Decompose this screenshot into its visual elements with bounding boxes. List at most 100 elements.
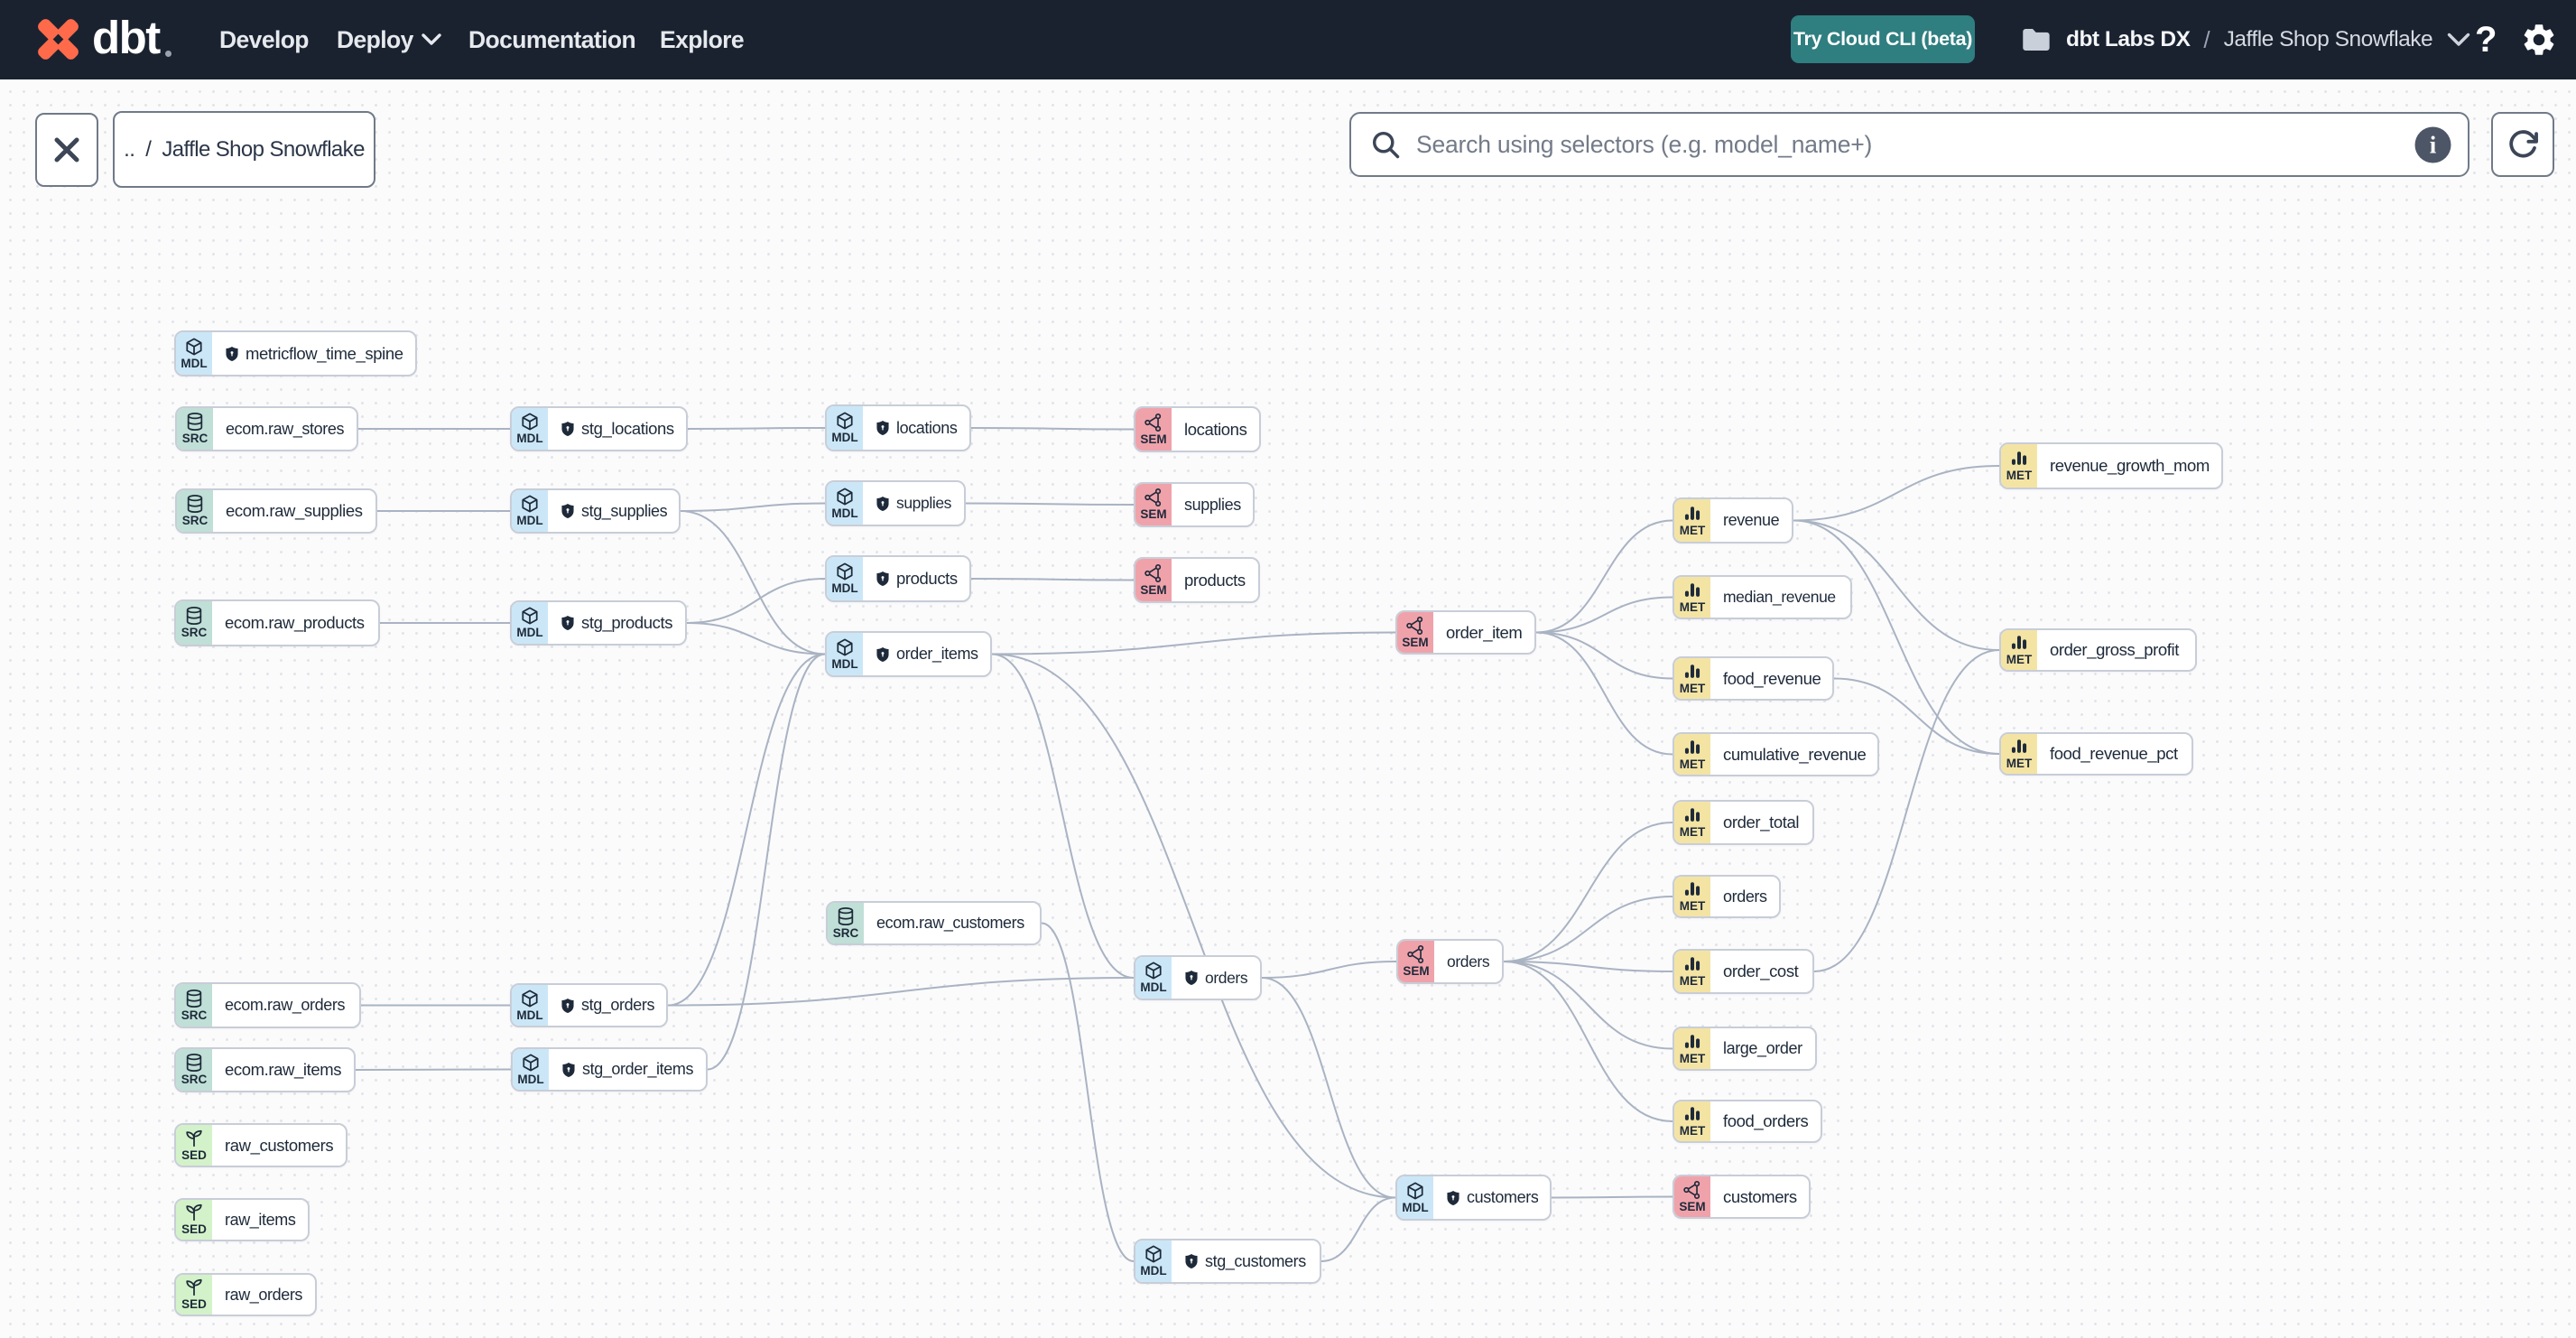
node-type-label: SRC: [181, 626, 208, 640]
node-label: stg_products: [581, 613, 673, 632]
graph-node-stg_products[interactable]: MDL stg_products: [510, 600, 687, 646]
graph-node-stg_orders[interactable]: MDL stg_orders: [510, 983, 668, 1027]
graph-node-mdl_supplies[interactable]: MDL supplies: [825, 480, 966, 526]
database-icon: [187, 413, 203, 432]
node-label: raw_orders: [225, 1285, 303, 1304]
graph-node-metricflow_time_spine[interactable]: MDL metricflow_time_spine: [174, 330, 417, 376]
try-cloud-cli-button[interactable]: Try Cloud CLI (beta): [1791, 15, 1975, 63]
node-type-label: MET: [1679, 681, 1706, 695]
node-type-label: MET: [2006, 757, 2033, 771]
node-label: ecom.raw_items: [225, 1060, 342, 1079]
node-body: metricflow_time_spine: [212, 332, 415, 375]
breadcrumb-slash: /: [145, 136, 152, 162]
node-body: cumulative_revenue: [1710, 734, 1877, 775]
graph-node-stg_locations[interactable]: MDL stg_locations: [510, 406, 688, 451]
model-icon: [522, 607, 538, 625]
metric-icon: [1684, 882, 1700, 896]
breadcrumb-up[interactable]: ..: [124, 136, 135, 162]
dbt-logo[interactable]: dbt: [33, 13, 175, 66]
node-label: orders: [1447, 952, 1490, 971]
info-icon[interactable]: i: [2414, 126, 2451, 163]
graph-node-seed_raw_orders[interactable]: SED raw_orders: [174, 1273, 317, 1316]
node-label: locations: [1184, 419, 1247, 439]
node-type-label: SED: [181, 1297, 207, 1312]
graph-node-mdl_locations[interactable]: MDL locations: [825, 404, 971, 451]
refresh-button[interactable]: [2491, 112, 2554, 177]
node-body: supplies: [1172, 484, 1253, 525]
node-body: revenue: [1710, 499, 1792, 542]
node-type-label: SRC: [181, 1008, 208, 1022]
search-input[interactable]: [1416, 130, 2414, 159]
help-button[interactable]: ?: [2475, 19, 2497, 60]
node-type-label: MDL: [831, 431, 858, 445]
node-type-label: MET: [1679, 974, 1706, 989]
shield-icon: [561, 422, 574, 436]
node-label: order_item: [1446, 622, 1523, 642]
settings-gear-icon[interactable]: [2520, 21, 2558, 59]
metric-icon: [1684, 957, 1700, 971]
project-chevron-down-icon: [2447, 33, 2470, 46]
shield-icon: [562, 1062, 575, 1077]
node-type-label: SRC: [181, 514, 208, 528]
graph-node-mdl_customers[interactable]: MDL customers: [1395, 1175, 1552, 1221]
graph-node-stg_customers[interactable]: MDL stg_customers: [1134, 1239, 1321, 1284]
node-type-label: SRC: [832, 925, 859, 940]
node-label: median_revenue: [1723, 588, 1836, 606]
nav-item-develop[interactable]: Develop: [219, 25, 309, 53]
lineage-canvas[interactable]: [0, 79, 2576, 1338]
graph-node-mdl_products[interactable]: MDL products: [825, 555, 971, 602]
node-type-badge: MDL: [512, 602, 548, 644]
node-type-badge: MET: [1674, 877, 1710, 916]
nav-item-documentation[interactable]: Documentation: [468, 25, 636, 53]
graph-node-mdl_orders[interactable]: MDL orders: [1134, 955, 1262, 1000]
node-type-badge: SRC: [177, 408, 213, 450]
nav-item-explore[interactable]: Explore: [660, 25, 745, 53]
lineage-breadcrumb[interactable]: .. / Jaffle Shop Snowflake: [113, 111, 375, 188]
node-type-badge: MDL: [1135, 1240, 1172, 1282]
node-label: raw_items: [225, 1210, 296, 1229]
graph-node-mdl_order_items[interactable]: MDL order_items: [825, 631, 992, 677]
node-body: stg_orders: [548, 985, 666, 1026]
node-type-badge: SEM: [1135, 559, 1172, 601]
node-label: customers: [1723, 1186, 1797, 1206]
node-label: products: [896, 569, 958, 588]
node-type-label: SRC: [181, 432, 208, 446]
node-body: food_orders: [1710, 1101, 1821, 1141]
node-type-label: MDL: [516, 514, 543, 528]
nav-item-deploy[interactable]: Deploy: [337, 0, 441, 79]
account-breadcrumb[interactable]: dbt Labs DX / Jaffle Shop Snowflake: [2021, 0, 2470, 79]
close-lineage-button[interactable]: [35, 113, 98, 187]
shield-icon: [561, 998, 574, 1013]
dbt-wordmark: dbt: [92, 12, 161, 63]
node-body: locations: [863, 406, 969, 450]
metric-icon: [1684, 739, 1700, 754]
graph-node-stg_order_items[interactable]: MDL stg_order_items: [511, 1047, 708, 1092]
graph-node-stg_supplies[interactable]: MDL stg_supplies: [510, 488, 681, 534]
